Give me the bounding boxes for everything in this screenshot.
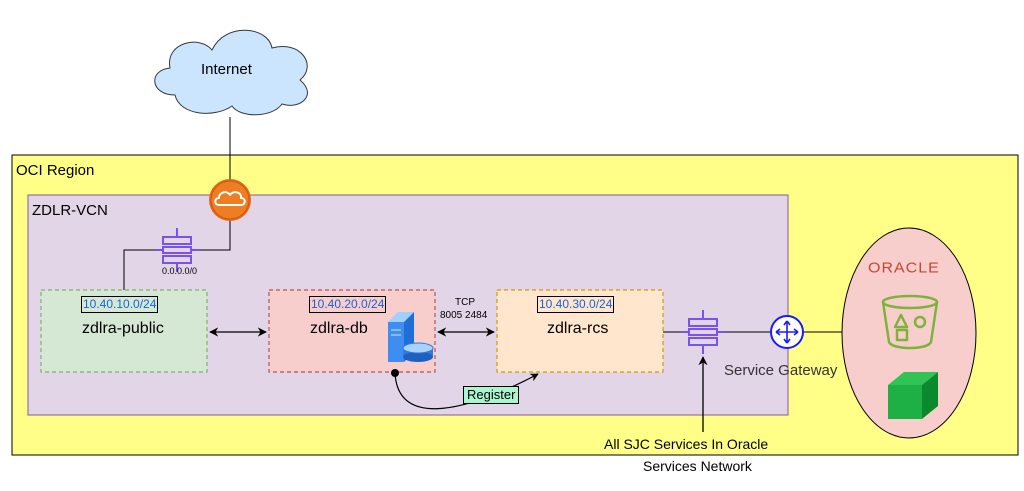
service-gateway-label: Service Gateway [724, 362, 838, 379]
services-note-line1: All SJC Services In Oracle [604, 436, 769, 452]
public-cidr: 10.40.10.0/24 [81, 296, 159, 313]
route-label: 0.0.0.0/0 [162, 266, 198, 276]
service-gateway-icon [770, 315, 804, 349]
services-note-line2: Services Network [643, 458, 752, 474]
public-subnet-name: zdlra-public [82, 320, 164, 337]
green-cube-icon [888, 372, 938, 419]
oracle-services-ellipse [841, 227, 977, 439]
region-label: OCI Region [16, 162, 95, 179]
protocol-label: TCP [455, 297, 475, 308]
internet-label: Internet [201, 61, 252, 78]
subnet-rcs-box [496, 289, 664, 373]
db-subnet-name: zdlra-db [310, 320, 368, 337]
register-label: Register [463, 386, 520, 404]
internet-gateway-icon [209, 179, 251, 221]
rcs-subnet-name: zdlra-rcs [547, 320, 609, 337]
database-server-icon [388, 312, 434, 362]
rcs-cidr: 10.40.30.0/24 [537, 296, 615, 313]
oracle-logo-text: ORACLE [868, 260, 940, 277]
internet-cloud [154, 29, 308, 116]
subnet-public-box [40, 289, 208, 373]
vcn-label: ZDLR-VCN [32, 202, 108, 219]
db-cidr: 10.40.20.0/24 [309, 296, 387, 313]
router-icon [155, 228, 199, 272]
ports-label: 8005 2484 [440, 310, 488, 321]
object-storage-bucket-icon [881, 294, 939, 350]
service-router-icon [681, 310, 725, 354]
